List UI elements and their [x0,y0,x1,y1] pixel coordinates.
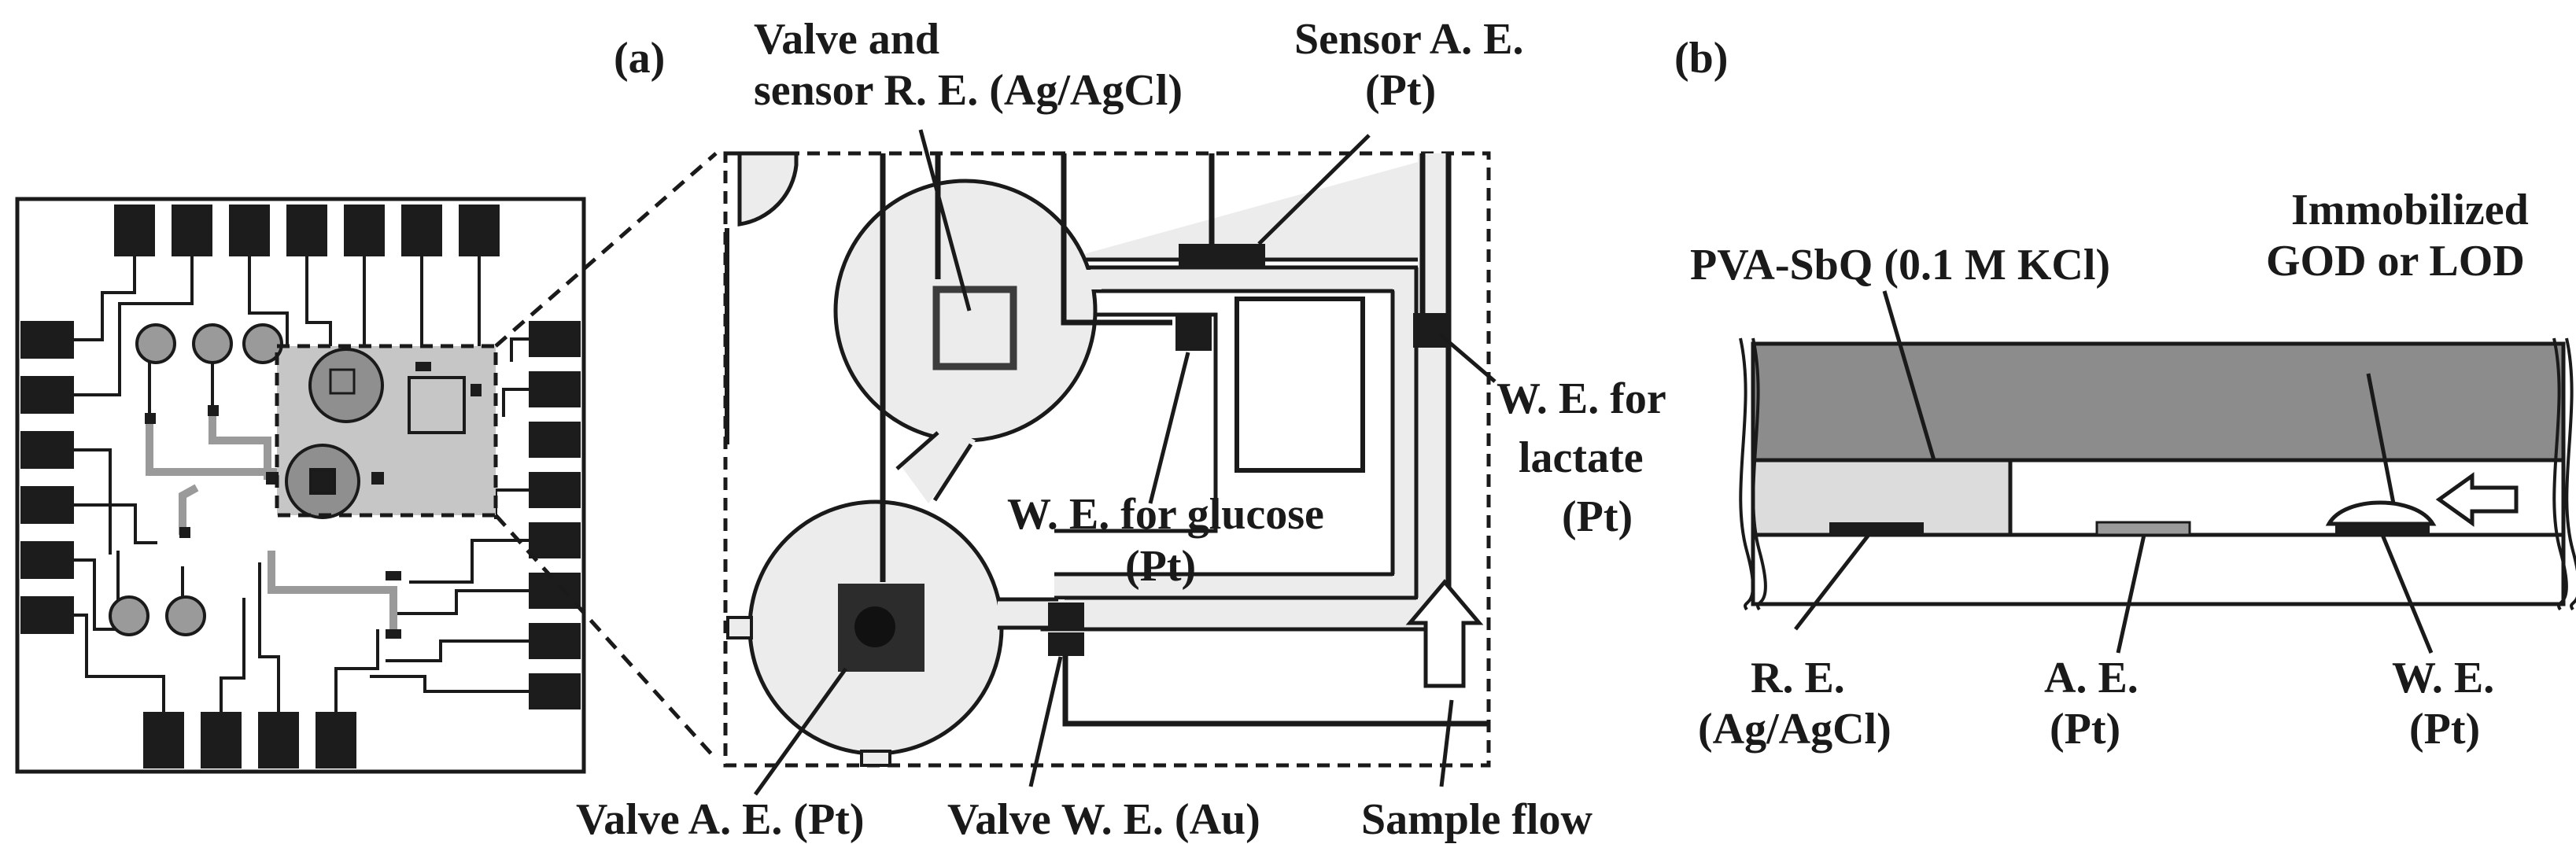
valve-we-pad-top [1048,603,1084,629]
chip-traces [74,256,529,712]
panel-b-cross-section [1739,290,2576,654]
channel-fill-top [1046,269,1415,289]
label-ae-1: A. E. [2044,654,2139,702]
leader-lines [753,129,1497,796]
label-valve-sensor-re-1: Valve and [754,15,939,64]
chamber-to-channel [1086,270,1102,289]
label-we-lactate-2: lactate [1519,433,1644,482]
inlet-quarter [737,151,799,227]
we-glucose-pad [1175,313,1212,351]
label-valve-we: Valve W. E. (Au) [947,795,1260,844]
label-immobilized-1: Immobilized [2291,186,2529,234]
chip-left-pads [20,321,74,634]
break-edges [1739,337,2576,611]
we-lactate-pad [1413,313,1451,348]
label-ae-2: (Pt) [2050,705,2120,754]
label-immobilized-2: GOD or LOD [2266,237,2525,286]
label-we-glucose-1: W. E. for glucose [1007,490,1324,539]
label-we-2: (Pt) [2409,705,2480,754]
valve-we-pad-bottom [1048,632,1084,656]
sensor-chamber [833,179,1098,443]
sample-flow-arrow [1405,579,1484,688]
channel-fill-bottom [1054,576,1415,596]
sensor-ae-bar [1179,244,1265,269]
label-re-1: R. E. [1751,654,1845,702]
zoom-connectors [494,152,718,761]
panel-label-a: (a) [614,34,665,83]
glucose-area [1234,297,1365,473]
channel-fill-right [1394,269,1415,596]
panel-a-detail [723,129,1497,796]
chip-top-pads [114,205,500,256]
label-sensor-ae-2: (Pt) [1365,66,1436,115]
label-we-lactate-3: (Pt) [1562,492,1633,541]
label-valve-ae: Valve A. E. (Pt) [576,795,865,844]
electrode-leads [880,153,1489,727]
ae-electrode [2095,521,2191,536]
glucose-loop [1053,312,1218,533]
label-sample-flow: Sample flow [1361,795,1593,844]
label-re-2: (Ag/AgCl) [1698,705,1891,754]
label-sensor-ae-1: Sensor A. E. [1294,15,1523,64]
chip-bottom-pads [143,712,356,768]
chip-zoom-box [275,344,498,518]
label-valve-sensor-re-2: sensor R. E. (Ag/AgCl) [754,66,1183,115]
panel-label-b: (b) [1674,34,1728,83]
label-we-1: W. E. [2392,654,2494,702]
sensor-re-square [932,286,1017,370]
chip-chambers [285,348,466,519]
chip-right-pads [529,321,581,709]
enzyme-dome [2325,500,2437,526]
chip-small-electrodes [145,362,482,639]
chip-overview [15,197,586,774]
chamber-neck [901,425,976,503]
label-pva-sbq: PVA-SbQ (0.1 M KCl) [1690,241,2110,289]
top-layer [1751,341,2566,463]
label-we-lactate-1: W. E. for [1497,374,1666,423]
substrate-layer [1751,533,2566,606]
re-electrode [1829,522,1924,535]
leader-lines-b [1794,290,2434,654]
channel-fill-bottom2 [1061,599,1446,628]
label-we-glucose-2: (Pt) [1125,542,1196,591]
valve-ae-dot [854,606,895,647]
flow-arrow [2435,472,2519,527]
chip-electrode-circles [109,323,283,636]
